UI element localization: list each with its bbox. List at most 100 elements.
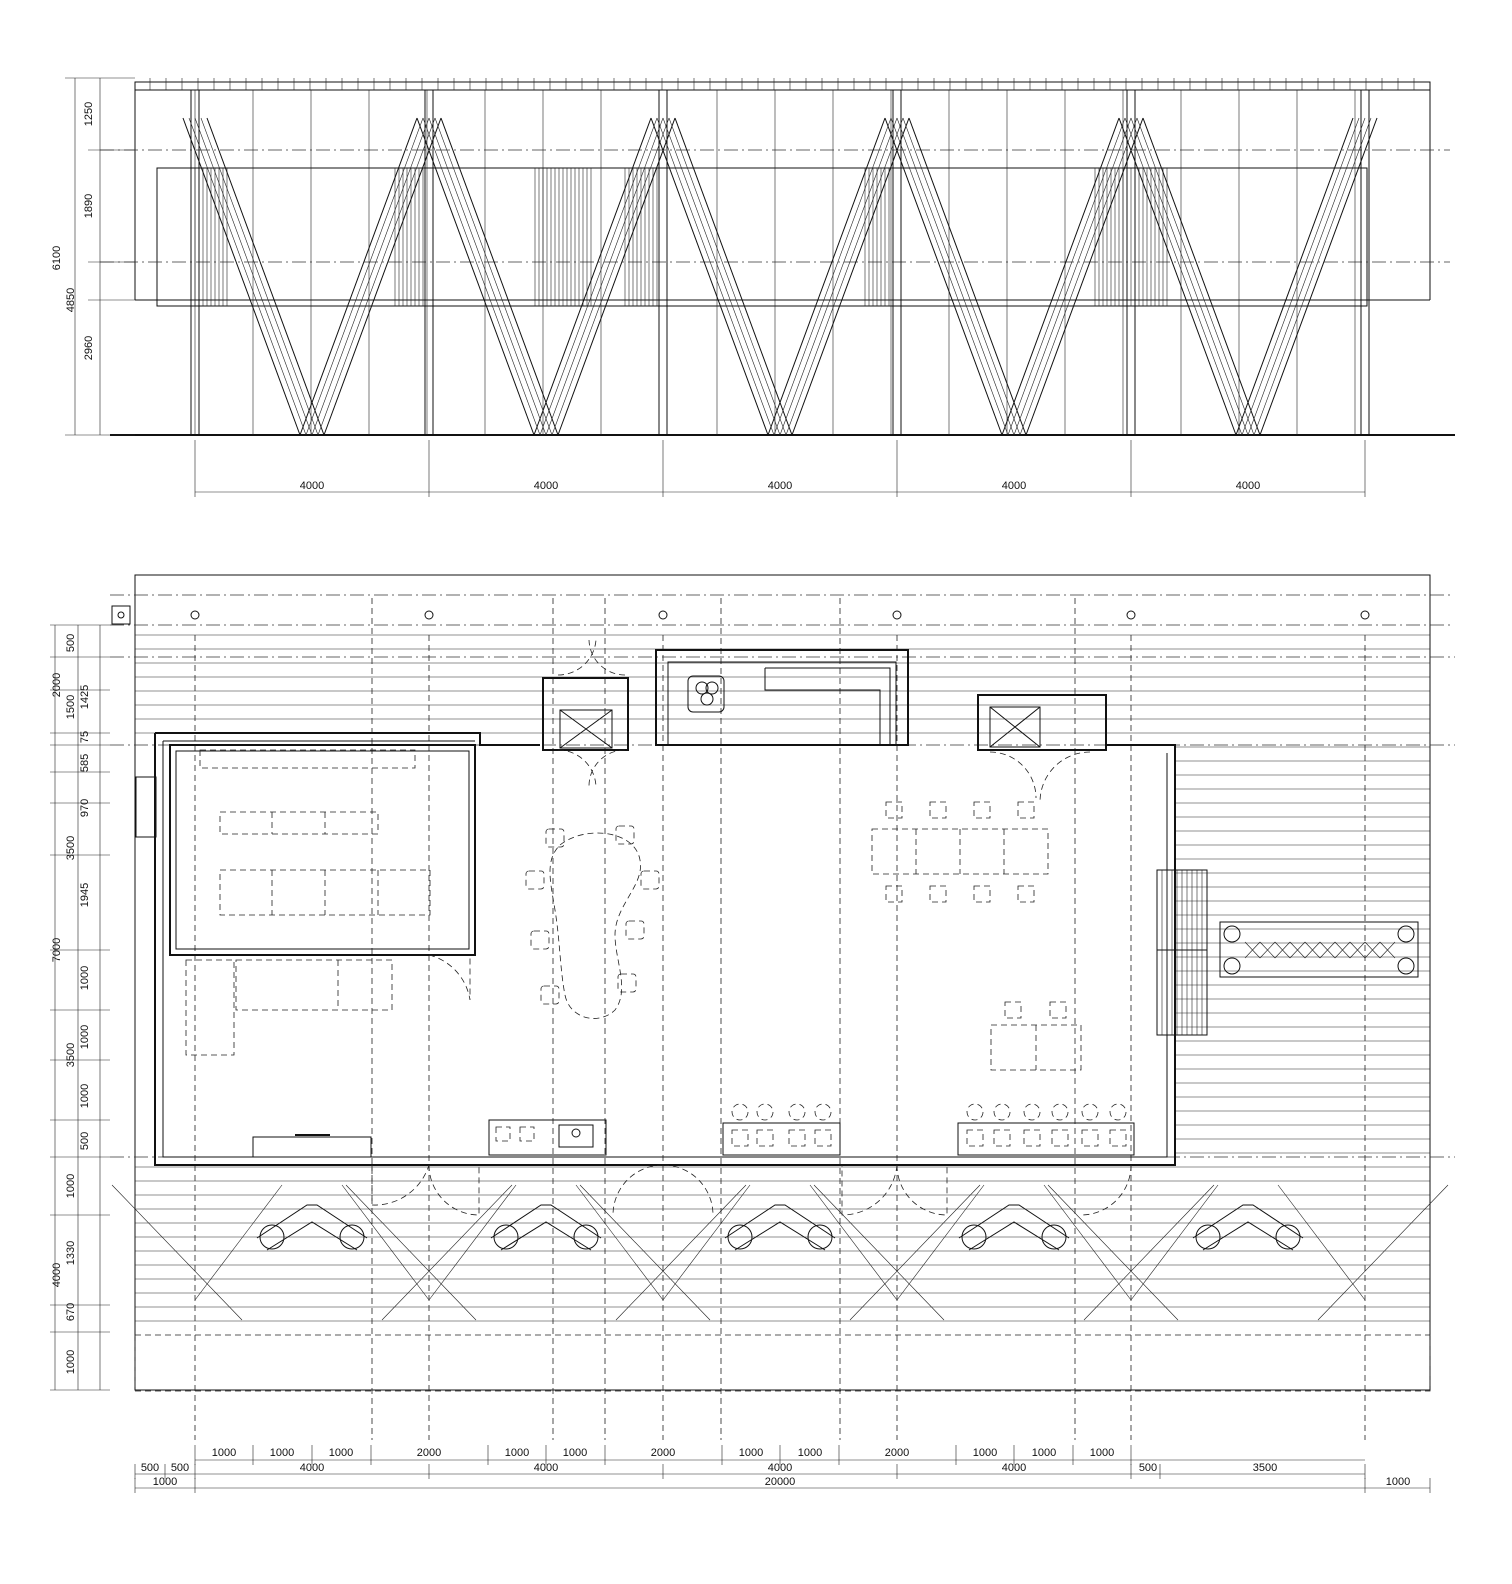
elevation-brace-member	[440, 117, 559, 436]
elevation-brace-member	[1136, 117, 1255, 436]
plan-grid-markers	[190, 610, 1370, 620]
plan-dim-label: 1000	[329, 1447, 353, 1459]
plan-log-beam	[724, 1204, 836, 1239]
plan-stool	[1023, 1103, 1041, 1121]
plan-log-beam	[958, 1204, 1070, 1239]
plan-roof-overhang	[134, 1334, 1431, 1392]
elevation-dim-label: 4000	[1002, 480, 1026, 492]
plan-chair	[530, 930, 550, 950]
plan-kitchen-stove	[687, 675, 725, 713]
plan-dim-label: 970	[79, 799, 91, 817]
plan-chair	[525, 870, 545, 890]
plan-grid-bubble	[1126, 610, 1136, 620]
plan-dim-label: 7000	[51, 938, 63, 962]
plan-door-swing	[1080, 1164, 1132, 1216]
plan-bench-brace	[1289, 941, 1306, 959]
plan-store-room-inner	[175, 750, 470, 950]
elevation-brace-member	[1019, 117, 1138, 436]
plan-wc-annex-right	[977, 694, 1107, 751]
elevation-dim-label: 4000	[1236, 480, 1260, 492]
elevation-brace-member	[896, 117, 1015, 436]
plan-stools	[495, 1103, 1127, 1147]
plan-dim-label: 3500	[65, 1043, 77, 1067]
plan-log-beam	[1192, 1204, 1304, 1239]
elevation-brace-member	[323, 117, 442, 436]
plan-log-beam	[256, 1204, 368, 1239]
plan-chair	[545, 828, 565, 848]
plan-stool	[966, 1103, 984, 1121]
elevation-brace-member	[785, 117, 904, 436]
plan-wc-annex-left	[542, 677, 629, 751]
plan-dim-label: 670	[65, 1303, 77, 1321]
plan-chair	[973, 885, 991, 903]
elevation-brace-member	[557, 117, 676, 436]
elevation-brace-member	[773, 117, 892, 436]
plan-east-steps-treads	[1161, 870, 1203, 1035]
plan-projection-line	[111, 1184, 243, 1321]
elevation-brace-member	[1235, 117, 1354, 436]
plan-dim-label: 1000	[505, 1447, 529, 1459]
plan-log-beam	[968, 1221, 1060, 1251]
plan-kitchen-annex	[655, 649, 909, 746]
plan-dim-label: 4000	[1002, 1462, 1026, 1474]
plan-log-column	[339, 1224, 365, 1250]
plan-stool	[495, 1126, 511, 1142]
elevation-dim-label: 1890	[83, 194, 95, 218]
plan-dim-label: 2000	[651, 1447, 675, 1459]
plan-dim-label: 2000	[51, 673, 63, 697]
elevation-view: 1250 1890 6100 4850 2960 4000 4000 4000 …	[51, 77, 1455, 497]
elevation-column	[892, 89, 902, 436]
plan-bench-post	[1397, 957, 1415, 975]
plan-projection-line	[1043, 1184, 1132, 1301]
plan-dim-label: 500	[79, 1132, 91, 1150]
plan-log-column	[727, 1224, 753, 1250]
plan-east-bench-detail	[1223, 925, 1415, 975]
plan-roof-outline	[134, 574, 1431, 1391]
plan-stool	[1023, 1129, 1041, 1147]
plan-stool	[731, 1129, 749, 1147]
elevation-brace-member	[1142, 117, 1261, 436]
plan-dim-label: 20000	[765, 1476, 796, 1488]
elevation-brace-member	[188, 117, 307, 436]
plan-grid-bubble	[424, 610, 434, 620]
elevation-dim-label: 4850	[65, 288, 77, 312]
plan-south-columns	[111, 1184, 1449, 1321]
plan-log-column	[1275, 1224, 1301, 1250]
plan-stool	[1051, 1103, 1069, 1121]
plan-sofa	[235, 959, 393, 1011]
plan-stool	[1081, 1103, 1099, 1121]
plan-projection-line	[662, 1184, 751, 1301]
plan-door-swing	[557, 749, 626, 789]
elevation-column	[190, 89, 200, 436]
plan-oval-table	[549, 832, 641, 1019]
plan-projection-line	[575, 1184, 664, 1301]
plan-stool	[814, 1129, 832, 1147]
plan-wc-fixture	[559, 709, 613, 749]
plan-dim-label: 4000	[51, 1263, 63, 1287]
plan-dim-label: 1000	[153, 1476, 177, 1488]
elevation-dim-label: 4000	[534, 480, 558, 492]
plan-dim-label: 1000	[79, 966, 91, 990]
elevation-brace-member	[668, 117, 787, 436]
plan-log-column	[1041, 1224, 1067, 1250]
plan-projection-line	[849, 1184, 981, 1321]
plan-dim-label: 1000	[1386, 1476, 1410, 1488]
elevation-brace-member	[1007, 117, 1126, 436]
elevation-dim-label: 1250	[83, 102, 95, 126]
elevation-brace-member	[299, 117, 418, 436]
floor-plan-view: 500 2000 1500 1425 75 585 970 3500 1945 …	[50, 574, 1455, 1493]
plan-stool	[519, 1126, 535, 1142]
plan-bench-brace	[1364, 941, 1381, 959]
plan-dim-label: 1000	[739, 1447, 763, 1459]
plan-bench-post	[1223, 925, 1241, 943]
elevation-bottom-dimensions: 4000 4000 4000 4000 4000	[194, 440, 1366, 497]
elevation-columns	[190, 89, 1370, 436]
plan-grid-tag-dot	[117, 611, 125, 619]
elevation-brace-member	[1118, 117, 1237, 436]
plan-door-swing	[841, 1164, 948, 1216]
elevation-brace-member	[674, 117, 793, 436]
plan-dim-label: 4000	[768, 1462, 792, 1474]
plan-projection-line	[615, 1184, 747, 1321]
plan-wc-annex-right-inner	[989, 706, 1041, 748]
